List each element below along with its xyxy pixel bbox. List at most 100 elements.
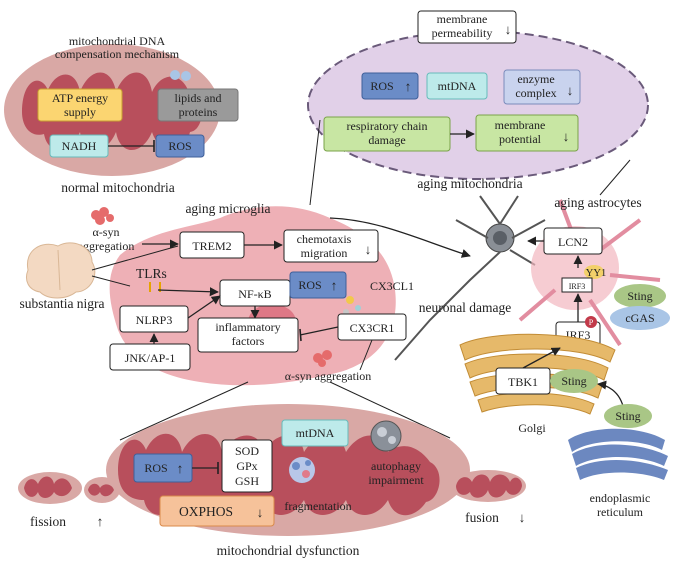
normal-title-line1: mitochondrial DNA — [69, 34, 166, 48]
fission-up-arrow: ↑ — [97, 514, 104, 529]
membrane-perm-line2: permeability — [432, 26, 493, 40]
chemotaxis-box — [283, 229, 379, 263]
microglia-to-neuron-arrow — [329, 217, 471, 258]
phosphate-marker — [585, 316, 597, 328]
aging-mito-membrane — [307, 30, 649, 180]
autophagy-icon — [370, 420, 402, 452]
membrane-pot-line1: membrane — [495, 118, 546, 132]
sod-label: SOD — [235, 444, 259, 458]
lipid-bubble-icon — [181, 71, 191, 81]
normal-ros-box — [155, 134, 205, 158]
yy1-marker — [584, 265, 604, 279]
tlrs-to-nfkb-arrow — [157, 287, 219, 297]
dysfunction-mtdna-box — [281, 419, 349, 447]
membrane-potential-box — [475, 114, 579, 152]
microglia-ros-box — [289, 271, 347, 299]
fusion-mito-icon — [450, 470, 526, 502]
sting-cgas-sting-blob — [614, 284, 666, 308]
substantia-nigra-brain-icon — [26, 242, 96, 299]
aging-mtdna-box — [426, 72, 488, 100]
fission-mito-icon — [18, 472, 120, 504]
cx3cl1-label: CX3CL1 — [370, 279, 414, 293]
fragmentation-label: fragmentation — [284, 499, 351, 513]
asyn-line1: α-syn — [93, 225, 120, 239]
aging-mito-caption: aging mitochondria — [417, 176, 522, 191]
phosphate-label: P — [589, 318, 594, 327]
atp-energy-supply-box — [37, 88, 123, 122]
er-icon — [568, 428, 668, 480]
asyn-aggregation-cluster-icon — [313, 350, 332, 367]
autophagy-line1: autophagy — [371, 459, 421, 473]
mitochondrial-dysfunction: ROS ↑ SOD GPx GSH mtDNA fragmentation au… — [18, 381, 526, 558]
tlrs-label: TLRs — [136, 266, 167, 281]
gsh-label: GSH — [235, 474, 259, 488]
neuron-icon — [394, 195, 546, 361]
oxphos-label: OXPHOS — [179, 504, 233, 519]
autophagy-line2: impairment — [368, 473, 424, 487]
enzyme-line1: enzyme — [517, 72, 554, 86]
sting-golgi-label: Sting — [561, 374, 586, 388]
golgi-label: Golgi — [518, 421, 546, 435]
sting-golgi-blob — [550, 369, 598, 393]
sn-to-tlrs-line — [91, 275, 131, 287]
dysfunction-mito-cristae — [118, 433, 440, 516]
sting-label-astro: Sting — [627, 289, 652, 303]
lipid-bubble-icon — [170, 70, 180, 80]
enzyme-down-arrow: ↓ — [567, 83, 574, 98]
fusion-label: fusion — [465, 510, 499, 525]
neuronal-damage-label: neuronal damage — [419, 300, 512, 315]
irf3-small-label: IRF3 — [569, 282, 585, 291]
nadh-label: NADH — [62, 139, 97, 153]
er-line2: reticulum — [597, 505, 644, 519]
cgas-label: cGAS — [625, 311, 654, 325]
bracket-line-right — [599, 159, 631, 196]
cx3cr1-to-asyn-line — [359, 339, 373, 371]
microglia-caption: aging microglia — [185, 201, 270, 216]
dysfunction-ros-up-arrow: ↑ — [177, 461, 184, 476]
enzyme-complex-box — [503, 69, 581, 105]
sn-to-trem2-line — [91, 245, 179, 271]
membrane-permeability-box — [417, 10, 517, 44]
jnk-ap1-box — [109, 343, 191, 371]
trem2-label: TREM2 — [192, 239, 231, 253]
asyn-aggregation-label: α-syn aggregation — [285, 369, 372, 383]
membrane-perm-line1: membrane — [437, 12, 488, 26]
atp-line1: ATP energy — [52, 91, 108, 105]
chemotaxis-down-arrow: ↓ — [365, 242, 372, 257]
fusion-down-arrow: ↓ — [519, 510, 526, 525]
membrane-pot-down-arrow: ↓ — [563, 129, 570, 144]
inflam-line1: inflammatory — [215, 320, 280, 334]
nlrp3-box — [119, 305, 189, 333]
aging-mitochondria: membrane permeability ↓ ROS ↑ mtDNA enzy… — [307, 10, 649, 206]
chemotaxis-line2: migration — [301, 246, 348, 260]
fission-label: fission — [30, 514, 66, 529]
resp-line1: respiratory chain — [347, 119, 428, 133]
cgas-blob — [610, 306, 670, 330]
dysfunction-mtdna-label: mtDNA — [296, 426, 335, 440]
normal-mito-caption: normal mitochondria — [61, 180, 175, 195]
lipids-line2: proteins — [179, 105, 218, 119]
er-line1: endoplasmic — [590, 491, 651, 505]
lipids-proteins-box — [157, 88, 239, 122]
oxphos-box — [159, 495, 275, 527]
tbk1-label: TBK1 — [508, 375, 538, 389]
normal-ros-label: ROS — [168, 139, 191, 153]
microglia-ros-label: ROS — [298, 278, 321, 292]
membrane-pot-line2: potential — [499, 132, 542, 146]
fragmentation-icon — [289, 457, 315, 483]
cx3cr1-label: CX3CR1 — [350, 321, 395, 335]
resp-line2: damage — [368, 133, 405, 147]
asyn-cluster-icon — [91, 207, 114, 225]
jnk-label: JNK/AP-1 — [125, 351, 176, 365]
dysfunction-ros-label: ROS — [144, 461, 167, 475]
yy1-label: YY1 — [586, 268, 606, 279]
oxphos-down-arrow: ↓ — [257, 505, 264, 520]
normal-mitochondria: mitochondrial DNA compensation mechanism… — [4, 34, 239, 195]
aging-ros-box — [361, 72, 419, 100]
astrocyte-caption: aging astrocytes — [554, 195, 641, 210]
sting-er-blob — [604, 404, 652, 428]
lipids-line1: lipids and — [175, 91, 222, 105]
membrane-perm-down-arrow: ↓ — [505, 22, 512, 37]
cx3cr1-inhibits-inflam-line — [299, 326, 339, 336]
